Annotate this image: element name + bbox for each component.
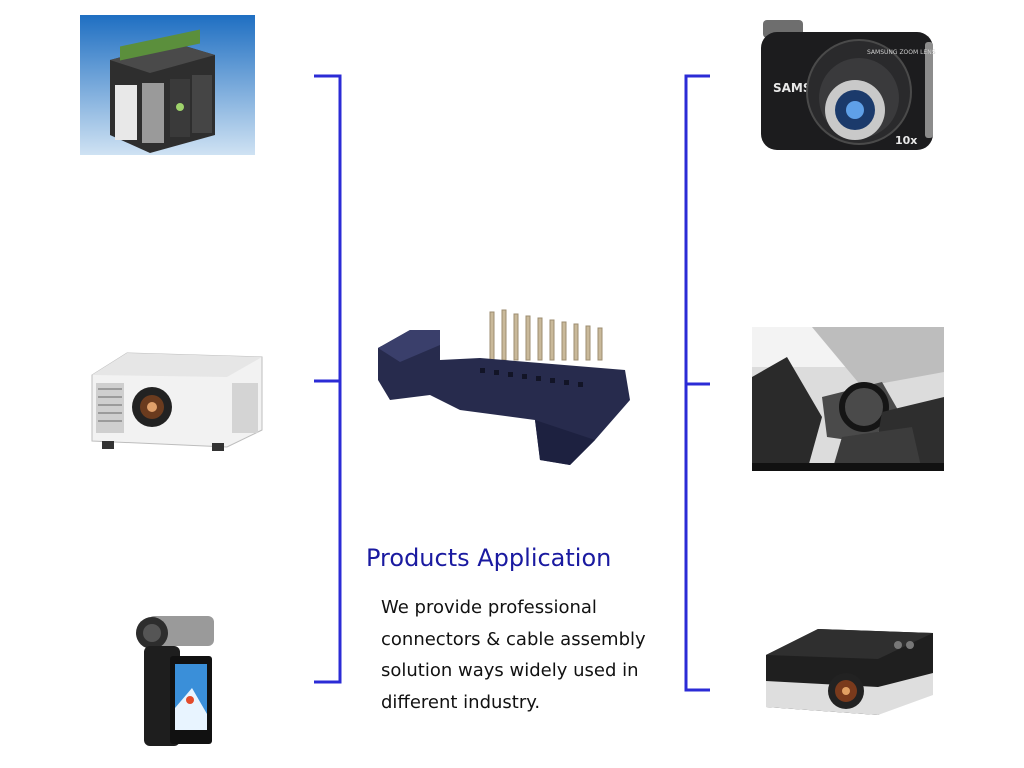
section-description: We provide professional connectors & cab… [381, 592, 661, 718]
camcorder-icon [136, 616, 214, 746]
description-line: solution ways widely used in [381, 660, 639, 681]
section-title: Products Application [366, 544, 612, 572]
camera-lens-text: SAMSUNG ZOOM LENS [867, 49, 936, 56]
digital-camera-icon: SAMSUNG SAMSUNG ZOOM LENS 10x [761, 20, 936, 150]
power-meter-icon [80, 15, 255, 155]
mini-projector-icon [766, 629, 933, 715]
left-bracket [314, 74, 342, 684]
right-bracket [684, 74, 710, 692]
projector-icon [91, 352, 263, 451]
car-interior-icon [752, 327, 944, 471]
description-line: connectors & cable assembly [381, 628, 646, 650]
description-line: We provide professional [381, 597, 597, 618]
description-line: different industry. [381, 691, 541, 713]
box-header-connector-icon [378, 309, 630, 465]
camera-zoom: 10x [895, 134, 917, 147]
